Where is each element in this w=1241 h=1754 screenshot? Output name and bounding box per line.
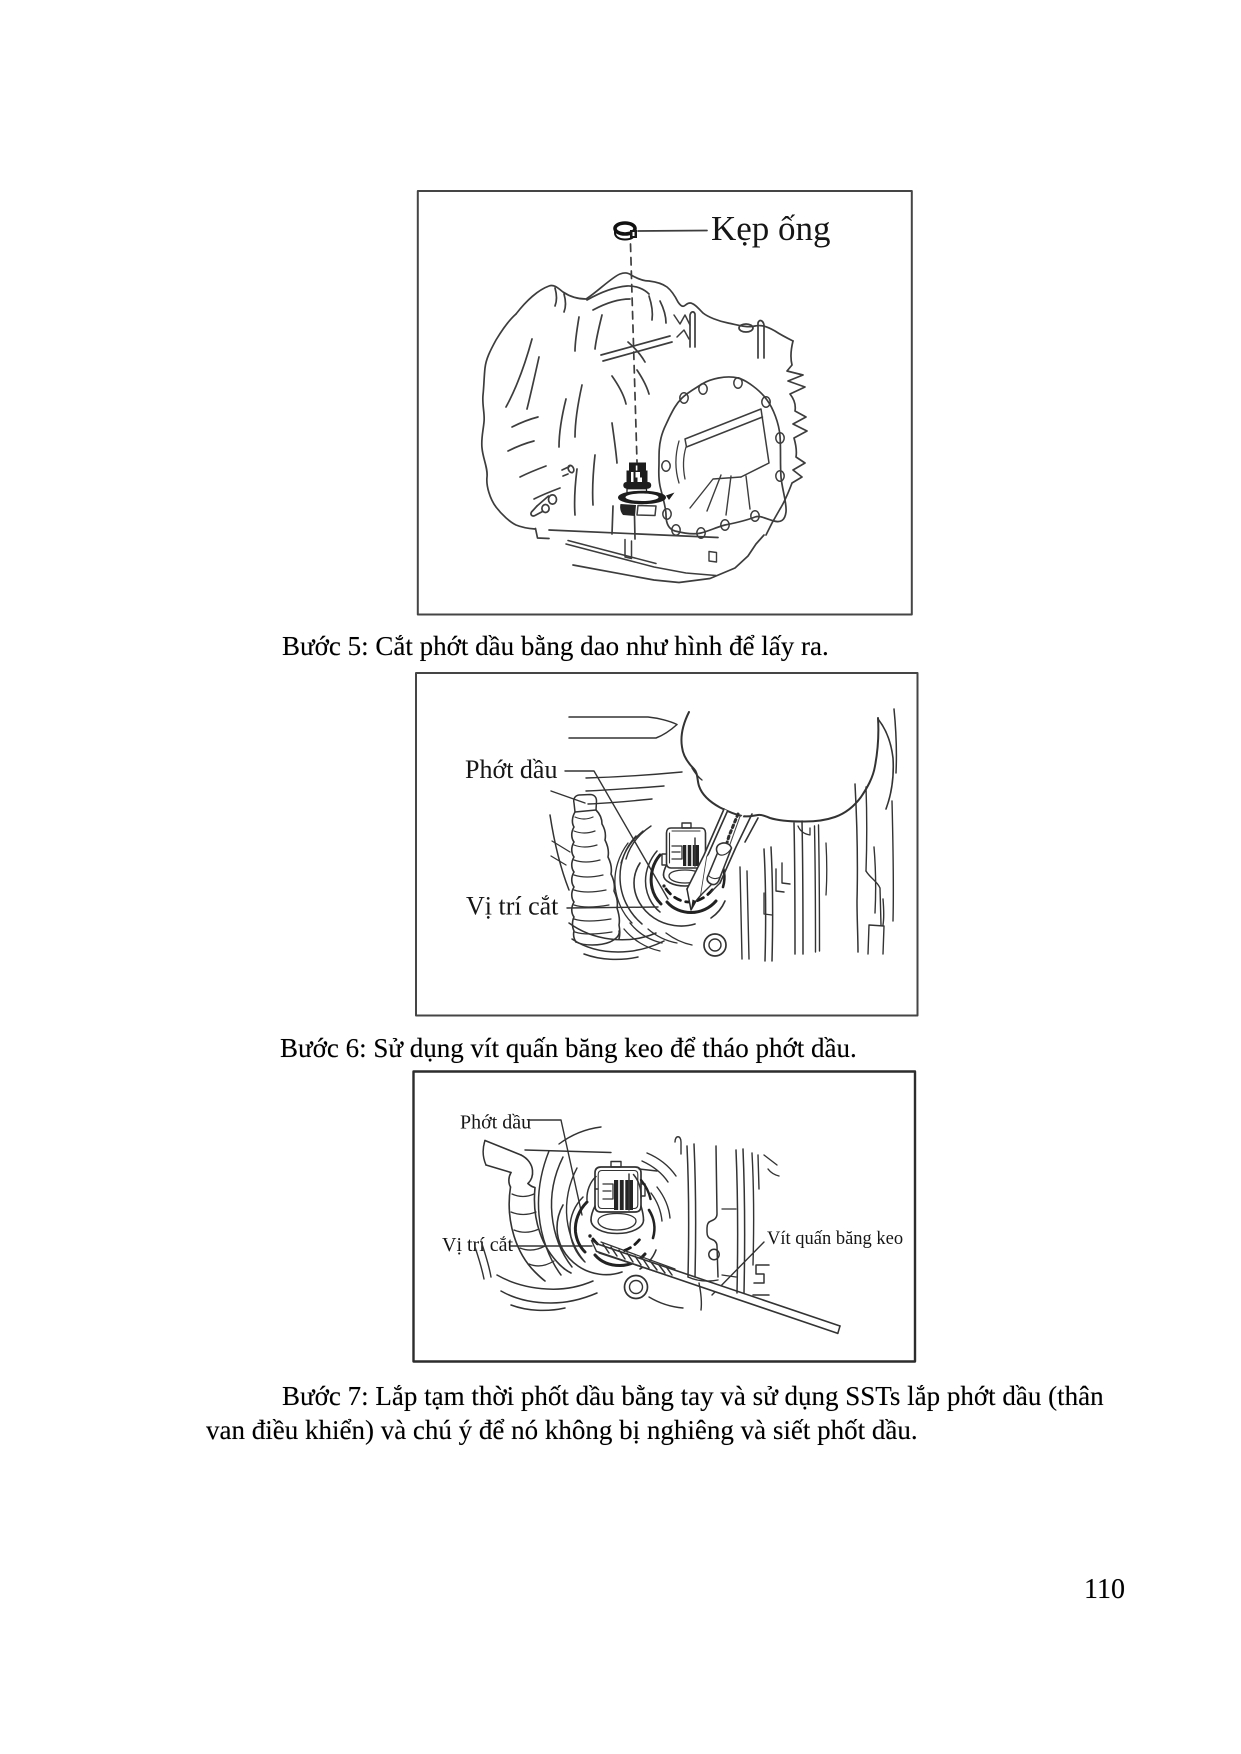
svg-text:Vị trí cắt: Vị trí cắt (442, 1234, 514, 1256)
svg-text:Kẹp ống: Kẹp ống (711, 209, 831, 248)
svg-text:Phớt dầu: Phớt dầu (465, 755, 557, 784)
svg-text:Vít quấn băng keo: Vít quấn băng keo (767, 1229, 903, 1249)
svg-text:Phớt dầu: Phớt dầu (460, 1112, 531, 1134)
svg-text:Vị trí cắt: Vị trí cắt (466, 892, 559, 921)
